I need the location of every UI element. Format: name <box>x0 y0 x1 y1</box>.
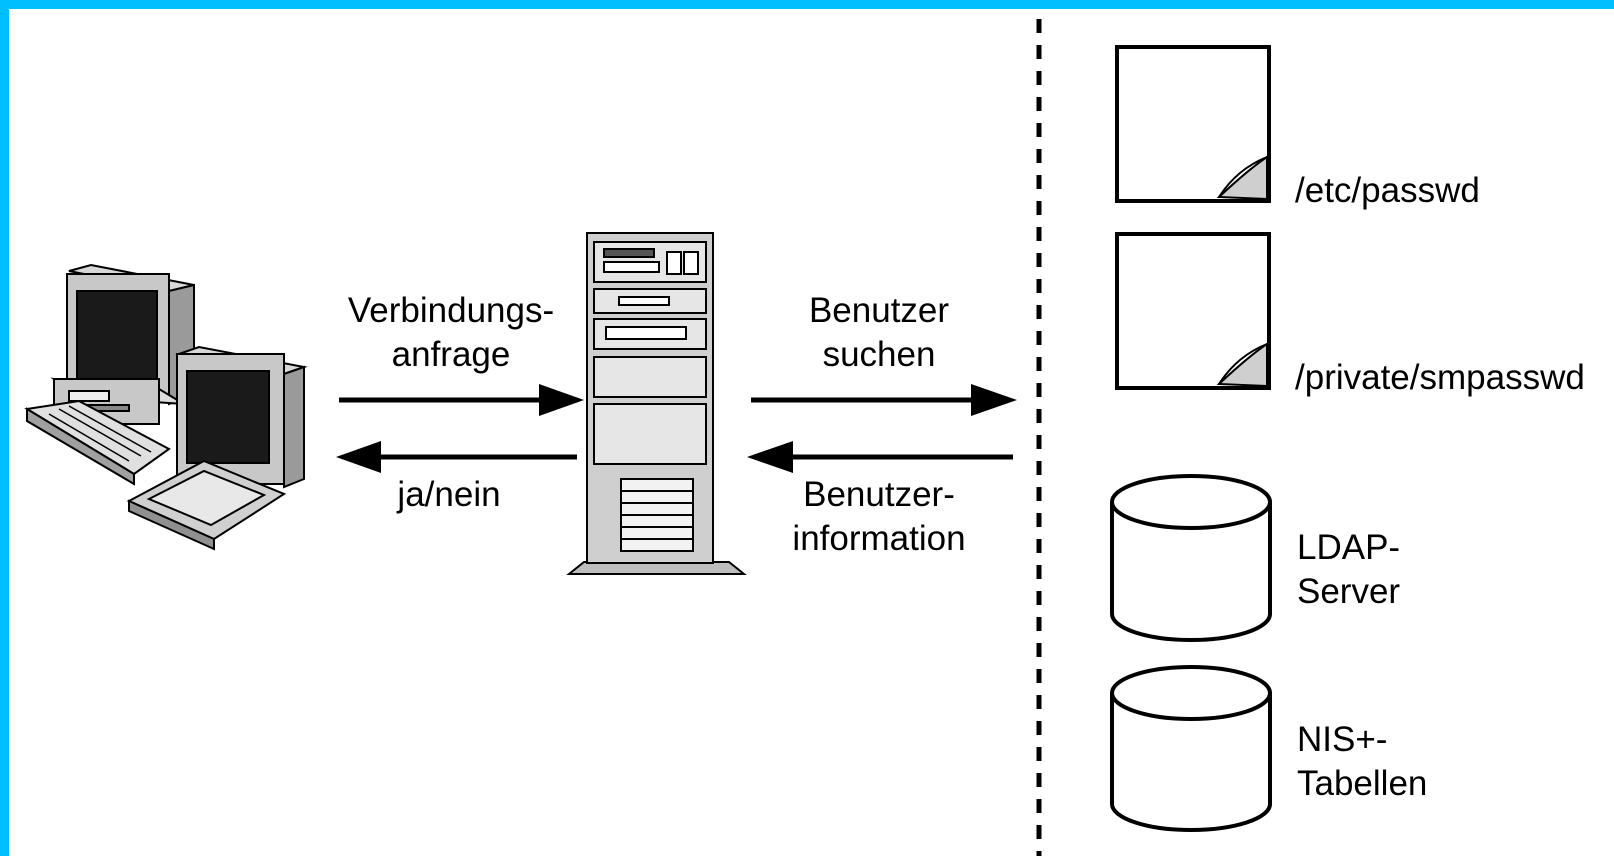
request-label-line2: anfrage <box>391 335 511 374</box>
request-label-line1: Verbindungs- <box>347 291 555 330</box>
search-user-label: Benutzer suchen <box>769 289 989 377</box>
nis-tables-label-line2: Tabellen <box>1297 764 1428 803</box>
search-user-label-line2: suchen <box>822 335 936 374</box>
diagram-graphics <box>24 19 1272 856</box>
nis-tables-label: NIS+- Tabellen <box>1297 718 1427 806</box>
user-info-label-line1: Benutzer- <box>803 475 955 514</box>
arrow-reply <box>336 441 577 473</box>
database-icon <box>1110 474 1272 642</box>
document-icon <box>1115 45 1271 203</box>
arrow-user-info <box>747 441 1013 473</box>
ldap-server-label-line2: Server <box>1297 572 1401 611</box>
user-info-label: Benutzer- information <box>769 473 989 561</box>
workstations-icon <box>24 263 308 551</box>
file-passwd-label: /etc/passwd <box>1295 171 1480 210</box>
server-tower-icon <box>566 232 747 575</box>
nis-tables-label-line1: NIS+- <box>1297 720 1388 759</box>
search-user-label-line1: Benutzer <box>808 291 950 330</box>
arrow-request <box>339 384 584 416</box>
reply-label: ja/nein <box>397 475 501 514</box>
request-label: Verbindungs- anfrage <box>331 289 571 377</box>
arrow-search-user <box>751 384 1017 416</box>
document-icon <box>1115 232 1271 390</box>
file-smpasswd-label: /private/smpasswd <box>1295 358 1585 397</box>
database-icon <box>1110 665 1272 832</box>
ldap-server-label: LDAP- Server <box>1297 526 1400 614</box>
ldap-server-label-line1: LDAP- <box>1297 528 1401 567</box>
user-info-label-line2: information <box>792 519 966 558</box>
